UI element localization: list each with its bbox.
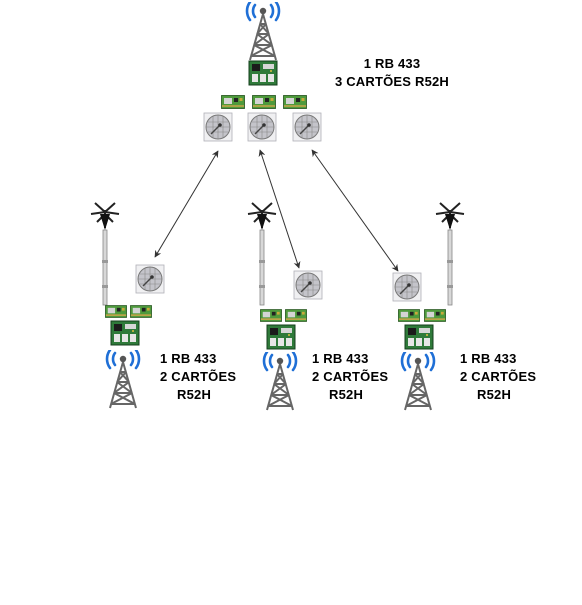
routerboard-icon xyxy=(404,324,434,350)
remote-node-1-label: 1 RB 433 2 CARTÕES R52H xyxy=(160,350,236,404)
parabolic-dish-icon xyxy=(392,272,422,302)
cell-tower-icon xyxy=(262,352,298,412)
radio-card-icon xyxy=(285,309,307,322)
link-right xyxy=(311,149,399,272)
parabolic-dish-icon xyxy=(293,270,323,300)
cell-tower-icon xyxy=(400,352,436,412)
remote-node-2 xyxy=(247,202,323,412)
link-center xyxy=(258,149,301,269)
radio-card-icon xyxy=(398,309,420,322)
cell-tower-icon xyxy=(105,350,141,410)
radio-card-icon xyxy=(252,95,276,109)
remote-node-2-line2: 2 CARTÕES xyxy=(312,369,389,384)
central-node xyxy=(203,2,322,142)
remote-node-1-line1: 1 RB 433 xyxy=(160,351,217,366)
remote-node-3-line3: R52H xyxy=(477,387,512,402)
omni-antenna-icon xyxy=(435,202,465,306)
link-left xyxy=(154,150,219,258)
remote-node-3-line2: 2 CARTÕES xyxy=(460,369,537,384)
remote-node-1-line2: 2 CARTÕES xyxy=(160,369,237,384)
routerboard-icon xyxy=(110,320,140,346)
remote-node-1-line3: R52H xyxy=(177,387,212,402)
routerboard-icon xyxy=(248,60,278,86)
remote-node-2-line3: R52H xyxy=(329,387,364,402)
omni-antenna-icon xyxy=(90,202,120,306)
wireless-links xyxy=(154,149,399,272)
central-node-line2: 3 CARTÕES R52H xyxy=(334,74,450,89)
radio-card-icon xyxy=(105,305,127,318)
remote-node-3-line1: 1 RB 433 xyxy=(460,351,517,366)
central-node-line1: 1 RB 433 xyxy=(363,56,421,71)
radio-card-icon xyxy=(424,309,446,322)
parabolic-dish-icon xyxy=(203,112,233,142)
radio-card-icon xyxy=(130,305,152,318)
parabolic-dish-icon xyxy=(292,112,322,142)
cell-tower-icon xyxy=(245,2,281,62)
parabolic-dish-icon xyxy=(247,112,277,142)
radio-card-icon xyxy=(260,309,282,322)
remote-node-3-label: 1 RB 433 2 CARTÕES R52H xyxy=(460,350,536,404)
remote-node-3 xyxy=(392,202,465,412)
remote-node-2-label: 1 RB 433 2 CARTÕES R52H xyxy=(312,350,388,404)
omni-antenna-icon xyxy=(247,202,277,306)
parabolic-dish-icon xyxy=(135,264,165,294)
radio-card-icon xyxy=(283,95,307,109)
remote-node-1 xyxy=(90,202,165,410)
remote-node-2-line1: 1 RB 433 xyxy=(312,351,369,366)
central-node-label: 1 RB 433 3 CARTÕES R52H xyxy=(312,55,472,91)
radio-card-icon xyxy=(221,95,245,109)
routerboard-icon xyxy=(266,324,296,350)
